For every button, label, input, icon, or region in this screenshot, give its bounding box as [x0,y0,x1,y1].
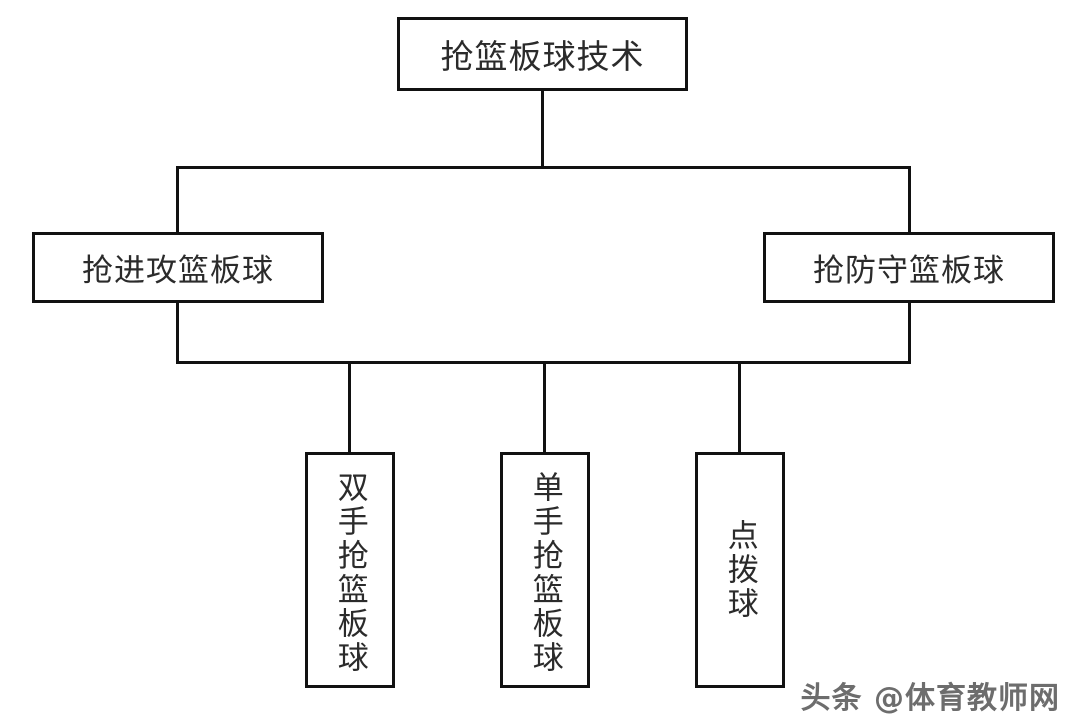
connector-drop-leaf-3 [738,361,741,454]
node-defensive-rebound: 抢防守篮板球 [763,232,1055,303]
connector-drop-level2-right [908,166,911,235]
node-two-hand-rebound: 双手抢篮板球 [305,452,395,688]
node-offensive-rebound: 抢进攻篮板球 [32,232,324,303]
node-root: 抢篮板球技术 [397,17,688,91]
connector-riser-level2-left [176,301,179,364]
node-root-label: 抢篮板球技术 [440,40,645,76]
node-one-hand-rebound: 单手抢篮板球 [500,452,590,688]
connector-drop-leaf-2 [543,361,546,454]
node-defensive-rebound-label: 抢防守篮板球 [813,253,1005,288]
node-tip-ball: 点拨球 [695,452,785,688]
node-offensive-rebound-label: 抢进攻篮板球 [82,253,274,288]
connector-drop-level2-left [176,166,179,235]
connector-root-stem [541,90,544,169]
connector-riser-level2-right [908,301,911,364]
connector-upper-bus [176,166,911,169]
node-tip-ball-label: 点拨球 [722,519,758,621]
node-one-hand-rebound-label: 单手抢篮板球 [527,471,563,675]
watermark: 头条 @体育教师网 [800,681,1060,716]
node-two-hand-rebound-label: 双手抢篮板球 [332,471,368,675]
connector-drop-leaf-1 [348,361,351,454]
